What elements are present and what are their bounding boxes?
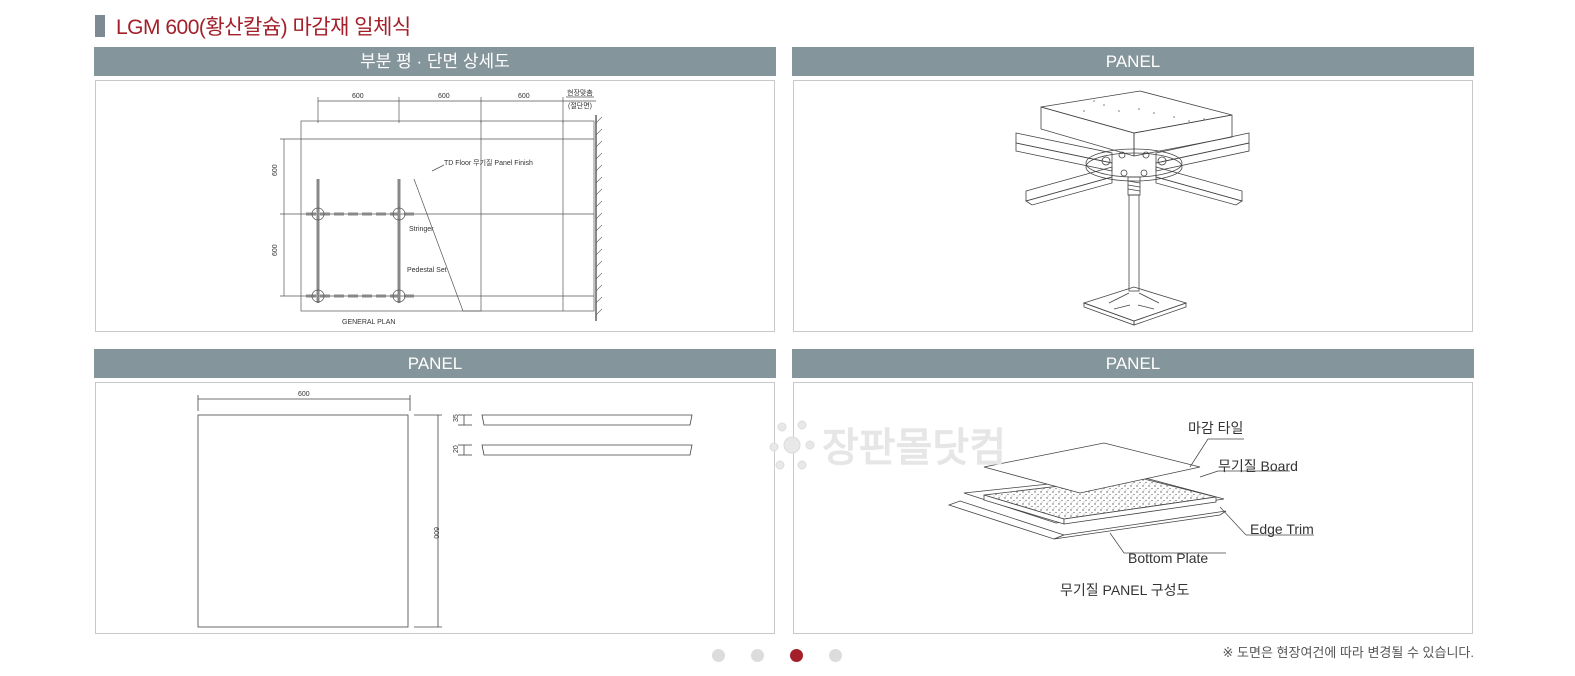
side-dim-label: 600 [272,244,279,256]
panel-heading: PANEL [792,349,1474,378]
composition-caption: 무기질 PANEL 구성도 [1060,582,1190,598]
stringer-label: Stringer [409,226,434,233]
dim-label: 600 [518,93,530,100]
tile-label: 마감 타일 [1188,420,1243,436]
panel-heading: 부분 평 · 단면 상세도 [94,47,776,76]
pedestal-label: Pedestal Set [407,267,447,274]
pagination-dot-2[interactable] [751,649,764,662]
side-dim-label: 600 [432,527,439,539]
panel-plan-detail: 부분 평 · 단면 상세도 [94,47,776,332]
composition-drawing: 마감 타일 무기질 Board Edge Trim Bottom Plate 무… [793,382,1473,634]
side-dim-label: 600 [272,164,279,176]
plan-drawing: 600 600 600 현장맞춤 (절단면) 600 600 TD Floor … [95,80,775,332]
panel-dimensions: PANEL 600 600 35 [94,349,776,634]
panel-heading: PANEL [94,349,776,378]
dim-label: 600 [352,93,364,100]
dimension-drawing: 600 600 35 20 [95,382,775,634]
top-dim-label: 600 [298,391,310,398]
pedestal-drawing [793,80,1473,332]
plan-label: GENERAL PLAN [342,319,395,326]
carousel-pagination [712,649,842,662]
panel-composition: PANEL [792,349,1474,634]
drawing-note: ※ 도면은 현장여건에 따라 변경될 수 있습니다. [1222,645,1474,660]
thickness-label: 20 [453,445,460,453]
dim-label: 600 [438,93,450,100]
bottom-plate-label: Bottom Plate [1128,550,1208,566]
page-title: LGM 600(황산칼슘) 마감재 일체식 [95,12,411,40]
thickness-label: 35 [453,414,460,422]
board-label: 무기질 Board [1218,458,1298,474]
finish-label: TD Floor 무기질 Panel Finish [444,158,533,167]
panel-heading: PANEL [792,47,1474,76]
panel-pedestal: PANEL [792,47,1474,332]
pagination-dot-3[interactable] [790,649,803,662]
page-title-text: LGM 600(황산칼슘) 마감재 일체식 [116,16,411,39]
field-label: 현장맞춤 [567,88,593,97]
pagination-dot-1[interactable] [712,649,725,662]
title-marker [95,15,105,37]
pagination-dot-4[interactable] [829,649,842,662]
edge-trim-label: Edge Trim [1250,521,1314,537]
field-label: (절단면) [568,101,592,110]
